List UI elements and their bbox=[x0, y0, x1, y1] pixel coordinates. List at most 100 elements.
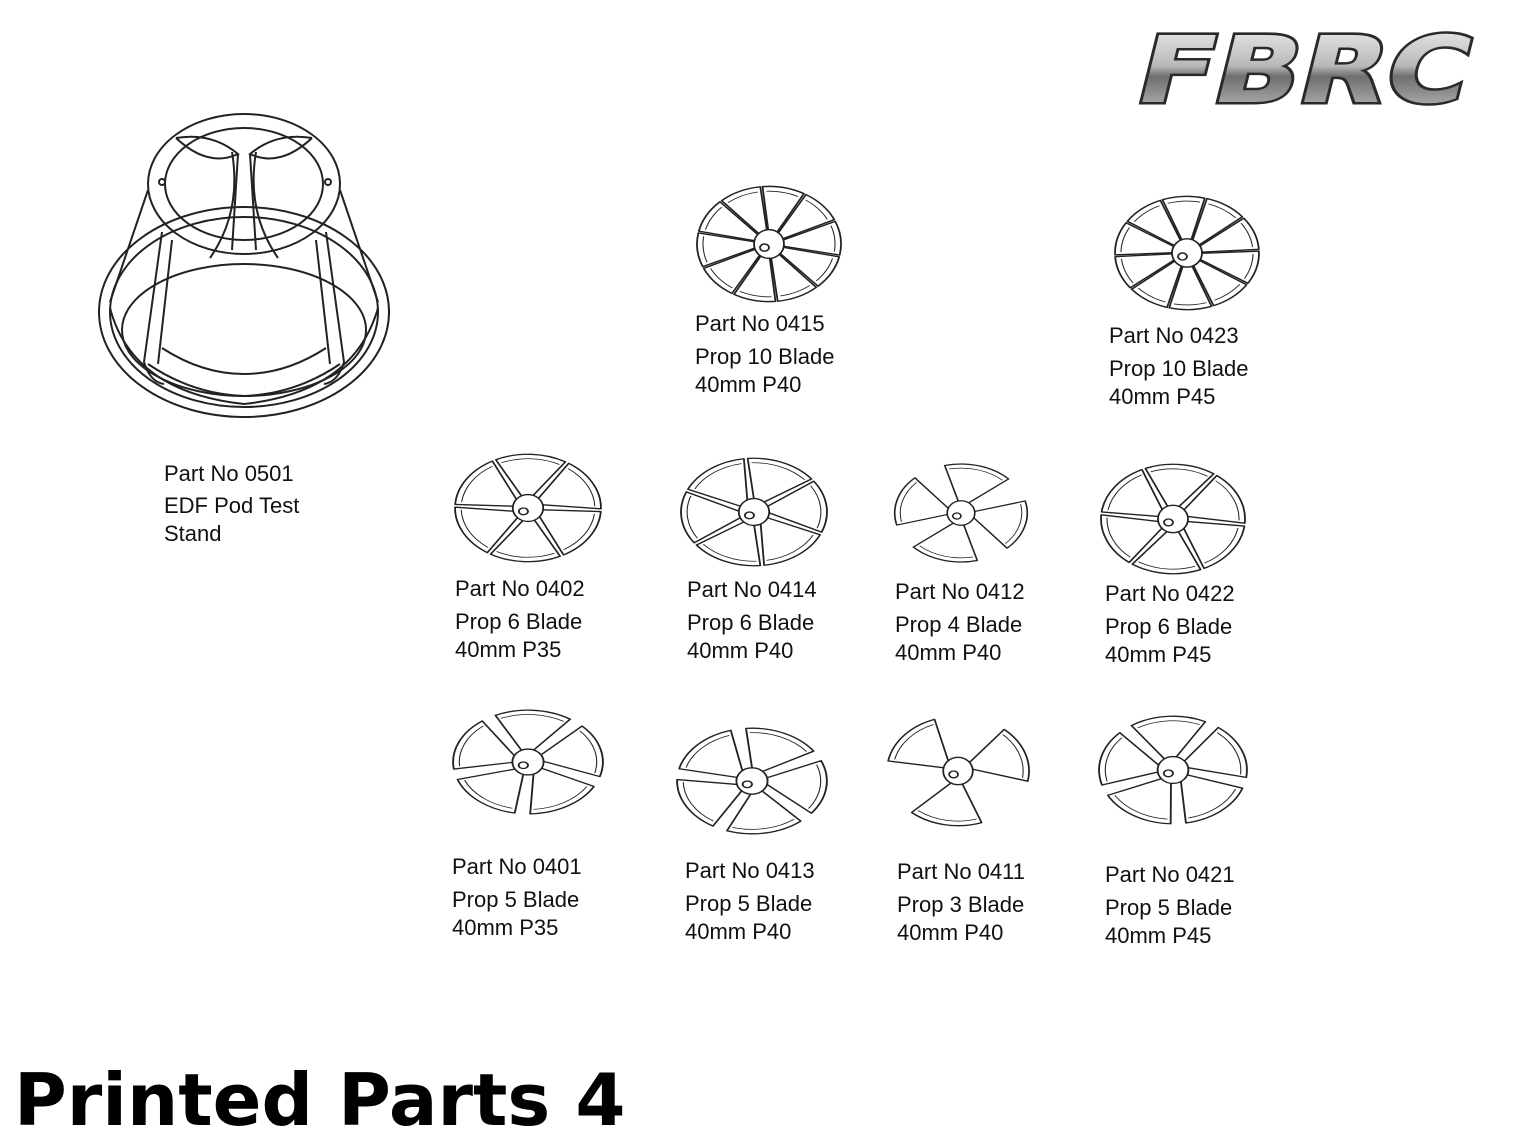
prop-blade bbox=[893, 477, 953, 526]
part-description: Prop 3 Blade bbox=[897, 892, 1025, 917]
prop-blade bbox=[1114, 253, 1180, 289]
blade-edge bbox=[1104, 737, 1123, 782]
part-spec: 40mm P35 bbox=[452, 915, 559, 940]
prop-hub bbox=[753, 228, 785, 260]
prop-0411-illustration bbox=[887, 718, 1030, 827]
prop-blade bbox=[774, 193, 836, 241]
prop-hub bbox=[511, 493, 545, 523]
prop-blade bbox=[1100, 468, 1165, 518]
prop-blade bbox=[686, 458, 749, 509]
blade-edge bbox=[579, 730, 598, 774]
prop-0413-illustration bbox=[676, 727, 828, 835]
prop-bore bbox=[743, 511, 755, 520]
blade-edge bbox=[496, 551, 555, 558]
part-number: Part No 0421 bbox=[1105, 862, 1235, 887]
blade-edge bbox=[1244, 253, 1254, 279]
part-label-0415: Part No 0415 Prop 10 Blade 40mm P40 bbox=[695, 310, 834, 399]
prop-hub bbox=[1157, 504, 1189, 534]
prop-blade bbox=[1179, 726, 1248, 779]
blade-edge bbox=[1240, 222, 1254, 248]
blade-edge bbox=[751, 462, 806, 481]
page-title: Printed Parts 4 bbox=[14, 1058, 626, 1142]
prop-blade bbox=[1144, 463, 1215, 512]
part-spec: 40mm P45 bbox=[1109, 384, 1216, 409]
prop-blade bbox=[761, 185, 805, 237]
part-number: Part No 0423 bbox=[1109, 323, 1239, 348]
logo-text: FBRC bbox=[1126, 22, 1483, 114]
blade-edge bbox=[808, 764, 822, 809]
blade-edge bbox=[810, 485, 822, 529]
prop-0414-illustration bbox=[680, 457, 828, 567]
prop-blade bbox=[697, 201, 761, 243]
blade-edge bbox=[732, 818, 795, 830]
blade-edge bbox=[567, 468, 596, 507]
prop-0415-illustration bbox=[696, 185, 842, 303]
prop-0422-illustration bbox=[1100, 463, 1246, 575]
prop-blade bbox=[1131, 526, 1202, 575]
part-label-0413: Part No 0413 Prop 5 Blade 40mm P40 bbox=[685, 857, 815, 946]
prop-hub bbox=[737, 497, 771, 527]
prop-0402-illustration bbox=[454, 453, 602, 563]
prop-blade bbox=[965, 728, 1030, 782]
blade-edge bbox=[694, 463, 742, 490]
prop-blade bbox=[1098, 732, 1164, 786]
part-spec: 40mm P35 bbox=[455, 637, 562, 662]
blade-edge bbox=[830, 225, 836, 252]
blade-edge bbox=[1005, 504, 1023, 544]
blade-edge bbox=[1138, 287, 1166, 303]
prop-blade bbox=[762, 480, 828, 533]
prop-blade bbox=[1130, 259, 1185, 309]
prop-blade bbox=[778, 220, 842, 256]
part-spec: 40mm P40 bbox=[687, 638, 794, 663]
blade-edge bbox=[815, 258, 834, 282]
prop-blade bbox=[1100, 514, 1167, 564]
prop-blade bbox=[1189, 197, 1244, 247]
blade-edge bbox=[1216, 732, 1242, 775]
prop-hub bbox=[1171, 238, 1203, 268]
prop-blade bbox=[452, 720, 519, 770]
prop-blade bbox=[536, 725, 604, 778]
blade-edge bbox=[458, 725, 484, 767]
blade-edge bbox=[1120, 227, 1130, 253]
prop-blade bbox=[695, 519, 762, 567]
prop-blade bbox=[489, 514, 562, 563]
part-description: Prop 4 Blade bbox=[895, 612, 1023, 637]
prop-blade bbox=[1181, 520, 1246, 570]
blade-edge bbox=[1214, 283, 1241, 301]
prop-blade bbox=[726, 786, 802, 835]
prop-blade bbox=[759, 515, 822, 566]
part-label-0401: Part No 0401 Prop 5 Blade 40mm P35 bbox=[452, 853, 582, 942]
prop-hub bbox=[511, 748, 545, 776]
prop-blade bbox=[454, 460, 519, 507]
prop-bore bbox=[517, 507, 529, 516]
blade-edge bbox=[780, 285, 811, 297]
prop-hub bbox=[1156, 755, 1190, 785]
prop-blade bbox=[702, 247, 764, 295]
blade-edge bbox=[1188, 788, 1237, 819]
part-description: Prop 6 Blade bbox=[1105, 614, 1233, 639]
blade-edge bbox=[1167, 200, 1201, 204]
prop-blade bbox=[969, 500, 1029, 549]
prop-blade bbox=[1126, 199, 1183, 249]
blade-edge bbox=[805, 199, 828, 220]
prop-bore bbox=[951, 512, 962, 520]
part-spec: 40mm P40 bbox=[685, 919, 792, 944]
blade-edge bbox=[1107, 474, 1142, 511]
blade-edge bbox=[766, 190, 799, 197]
prop-0421-illustration bbox=[1098, 715, 1248, 825]
part-number: Part No 0413 bbox=[685, 858, 815, 883]
part-number: Part No 0422 bbox=[1105, 581, 1235, 606]
part-description: Prop 5 Blade bbox=[685, 891, 813, 916]
part-label-0414: Part No 0414 Prop 6 Blade 40mm P40 bbox=[687, 576, 817, 665]
prop-blade bbox=[1106, 777, 1172, 825]
prop-blade bbox=[746, 457, 813, 505]
part-description-cont: Stand bbox=[164, 521, 222, 546]
part-number: Part No 0501 bbox=[164, 461, 294, 486]
prop-hub bbox=[946, 500, 976, 526]
prop-blade bbox=[887, 718, 950, 770]
blade-edge bbox=[917, 810, 977, 822]
prop-blade bbox=[454, 506, 522, 554]
prop-bore bbox=[1162, 769, 1174, 778]
blade-edge bbox=[1137, 720, 1200, 729]
part-label-0422: Part No 0422 Prop 6 Blade 40mm P45 bbox=[1105, 580, 1235, 669]
